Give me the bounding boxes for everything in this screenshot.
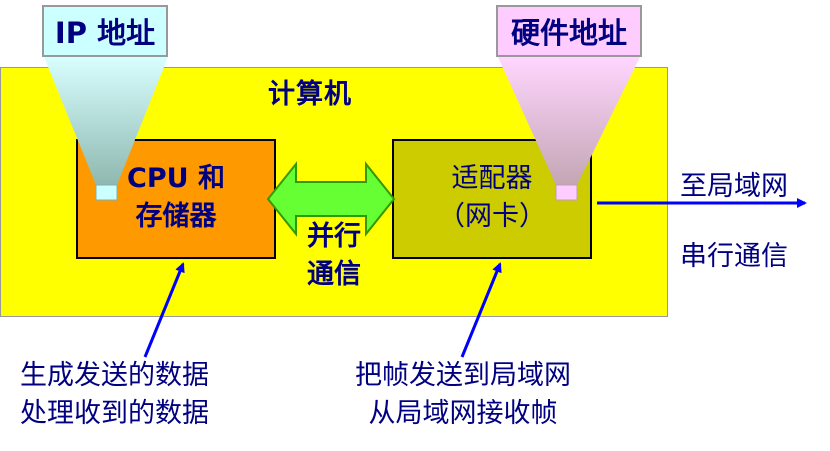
adapter-note: 把帧发送到局域网 从局域网接收帧 [318,357,608,433]
adapter-line1: 适配器 [451,163,533,194]
external-link-line2: 串行通信 [680,241,788,272]
adapter-note-line1: 把帧发送到局域网 [355,360,571,391]
cpu-note-pointer [143,262,185,358]
hardware-address-tag: 硬件地址 [496,5,642,57]
computer-label: 计算机 [268,79,352,110]
parallel-comm-line2: 通信 [307,259,361,290]
parallel-comm-line1: 并行 [307,221,361,252]
adapter-note-pointer [460,262,502,358]
adapter-note-line2: 从局域网接收帧 [368,398,558,429]
ip-address-tag: IP 地址 [42,5,168,57]
cpu-memory-line2: 存储器 [135,201,217,232]
adapter-label: 适配器 （网卡） [392,160,592,236]
external-link-line1: 至局域网 [680,171,788,202]
cpu-memory-label: CPU 和 存储器 [76,160,276,236]
external-link-label: 至局域网 串行通信 [680,152,830,292]
cpu-note-line1: 生成发送的数据 [20,360,209,391]
ip-address-beam [44,57,168,185]
hardware-address-point [555,184,578,201]
cpu-note-line2: 处理收到的数据 [20,398,209,429]
adapter-line2: （网卡） [438,201,546,232]
cpu-memory-line1: CPU 和 [127,163,225,194]
hardware-address-beam [498,57,640,185]
cpu-note: 生成发送的数据 处理收到的数据 [20,357,280,433]
ip-address-point [95,184,118,201]
parallel-comm-label: 并行 通信 [294,218,374,294]
parallel-comm-arrow [266,161,396,237]
